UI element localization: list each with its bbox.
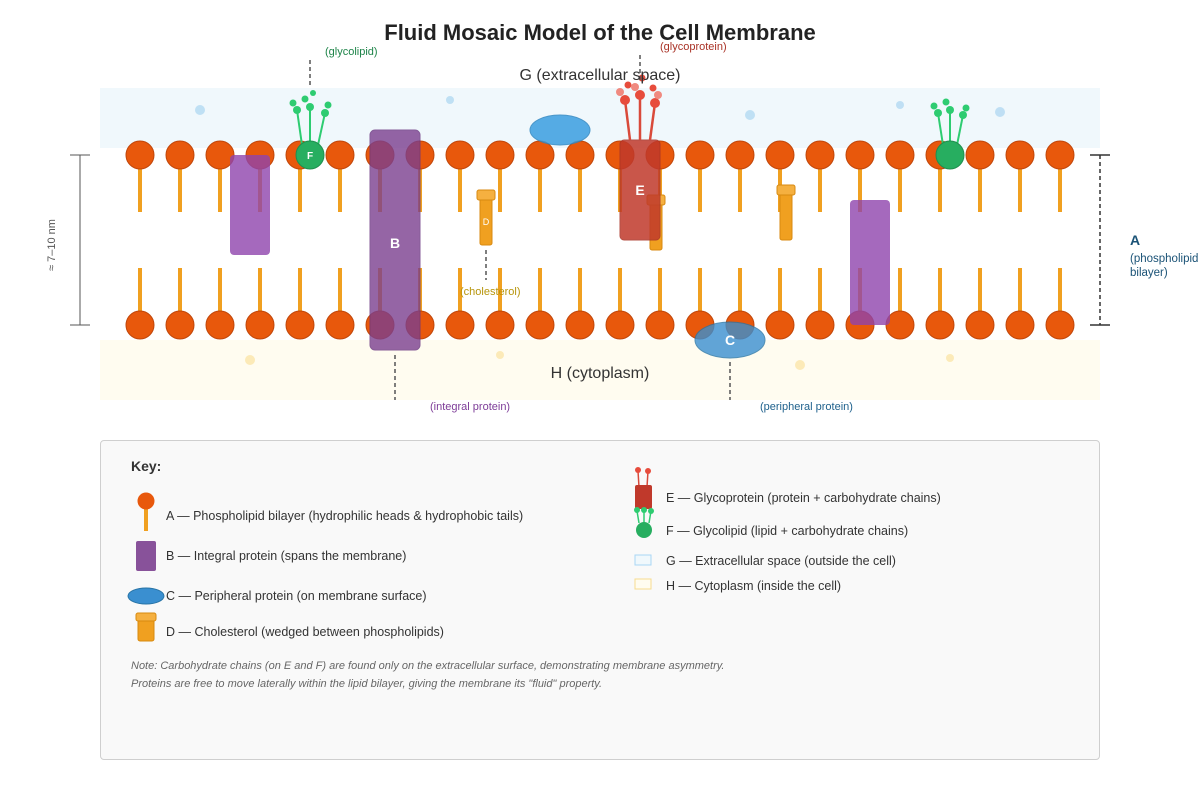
phospholipid-head <box>805 310 835 340</box>
phospholipid-head <box>1045 310 1075 340</box>
marker-f: F <box>307 151 313 162</box>
phospholipid-head <box>1005 140 1035 170</box>
thickness-label: ≈ 7–10 nm <box>46 219 58 271</box>
cholesterol-d <box>476 189 496 246</box>
bilayer-bracket <box>1090 154 1110 326</box>
extracellular-swatch <box>634 554 652 566</box>
phospholipid-head <box>965 310 995 340</box>
cytoplasm-swatch <box>634 578 652 590</box>
phospholipid-head <box>725 140 755 170</box>
peripheral-protein-c <box>694 321 766 359</box>
glycolipid-2 <box>930 98 970 170</box>
phospholipid-head <box>685 140 715 170</box>
cholesterol-label: (cholesterol) <box>460 286 521 298</box>
phospholipid-bilayer <box>125 140 1075 340</box>
glycolipid-label: (glycolipid) <box>325 46 378 58</box>
glycoprotein-e <box>616 74 662 241</box>
thickness-bracket <box>70 154 90 326</box>
peripheral-protein-icon <box>127 587 165 605</box>
key-item-d: D — Cholesterol (wedged between phosphol… <box>166 625 444 639</box>
phospholipid-head <box>325 310 355 340</box>
phospholipid-head <box>765 140 795 170</box>
cholesterol-icon <box>135 612 157 642</box>
peripheral-protein-label: (peripheral protein) <box>760 401 853 413</box>
diagram-title: Fluid Mosaic Model of the Cell Membrane <box>384 20 816 45</box>
phospholipid-head <box>845 140 875 170</box>
phospholipid-head <box>645 310 675 340</box>
phospholipid-head <box>885 310 915 340</box>
phospholipid-head <box>485 310 515 340</box>
phospholipid-head <box>325 140 355 170</box>
phospholipid-head <box>925 310 955 340</box>
phospholipid-head <box>285 310 315 340</box>
key-note-line-1: Note: Carbohydrate chains (on E and F) a… <box>131 660 725 672</box>
phospholipid-head <box>605 310 635 340</box>
marker-d: D <box>483 217 490 227</box>
integral-protein-right <box>850 200 890 325</box>
glycolipid-f <box>289 90 332 170</box>
phospholipid-head <box>165 140 195 170</box>
phospholipid-head <box>125 310 155 340</box>
integral-protein-b <box>369 129 421 351</box>
phospholipid-head <box>485 140 515 170</box>
phospholipid-head <box>565 140 595 170</box>
glycoprotein-label: (glycoprotein) <box>660 41 727 53</box>
glycolipid-icon <box>634 507 654 538</box>
marker-b: B <box>390 235 400 251</box>
phospholipid-head <box>445 310 475 340</box>
key-item-c: C — Peripheral protein (on membrane surf… <box>166 589 427 603</box>
cholesterol-3 <box>776 184 796 241</box>
integral-protein-icon <box>136 541 156 571</box>
cytoplasm-region <box>100 340 1100 400</box>
phospholipid-head <box>205 140 235 170</box>
phospholipid-head <box>965 140 995 170</box>
phospholipid-head <box>125 140 155 170</box>
marker-c: C <box>725 332 735 348</box>
glycoprotein-icon <box>635 467 652 509</box>
key-panel: Key: A — Phospholipid bilayer (hydrophil… <box>100 440 1100 760</box>
key-item-e: E — Glycoprotein (protein + carbohydrate… <box>666 491 941 505</box>
phospholipid-head <box>245 310 275 340</box>
marker-e: E <box>635 182 644 198</box>
phospholipid-head <box>205 310 235 340</box>
key-title: Key: <box>131 458 162 474</box>
bilayer-label-2: bilayer) <box>1130 267 1168 279</box>
phospholipid-head <box>1005 310 1035 340</box>
bilayer-letter: A <box>1130 232 1140 248</box>
leader-lines <box>309 55 731 400</box>
key-item-a: A — Phospholipid bilayer (hydrophilic he… <box>166 509 524 523</box>
phospholipid-head <box>885 140 915 170</box>
bilayer-label-1: (phospholipid <box>1130 253 1198 265</box>
cytoplasm-label: H (cytoplasm) <box>551 365 650 382</box>
phospholipid-head <box>565 310 595 340</box>
membrane-diagram: B D E <box>46 20 1198 413</box>
extracellular-particles <box>195 96 1005 120</box>
key-item-b: B — Integral protein (spans the membrane… <box>166 549 407 563</box>
phospholipid-head <box>165 310 195 340</box>
phospholipid-head <box>805 140 835 170</box>
integral-protein-small <box>230 155 270 255</box>
key-item-f: F — Glycolipid (lipid + carbohydrate cha… <box>666 524 909 538</box>
cytoplasm-particles <box>245 351 954 370</box>
key-item-h: H — Cytoplasm (inside the cell) <box>666 579 842 593</box>
phospholipid-head <box>525 310 555 340</box>
phospholipid-head <box>1045 140 1075 170</box>
phospholipid-head <box>445 140 475 170</box>
integral-protein-label: (integral protein) <box>430 401 510 413</box>
extracellular-region <box>100 88 1100 148</box>
extracellular-label: G (extracellular space) <box>520 67 681 84</box>
key-note-line-2: Proteins are free to move laterally with… <box>131 678 603 690</box>
key-item-g: G — Extracellular space (outside the cel… <box>666 554 896 568</box>
phospholipid-icon <box>137 492 155 531</box>
phospholipid-head <box>765 310 795 340</box>
phospholipid-head <box>525 140 555 170</box>
peripheral-protein-top <box>529 114 591 146</box>
